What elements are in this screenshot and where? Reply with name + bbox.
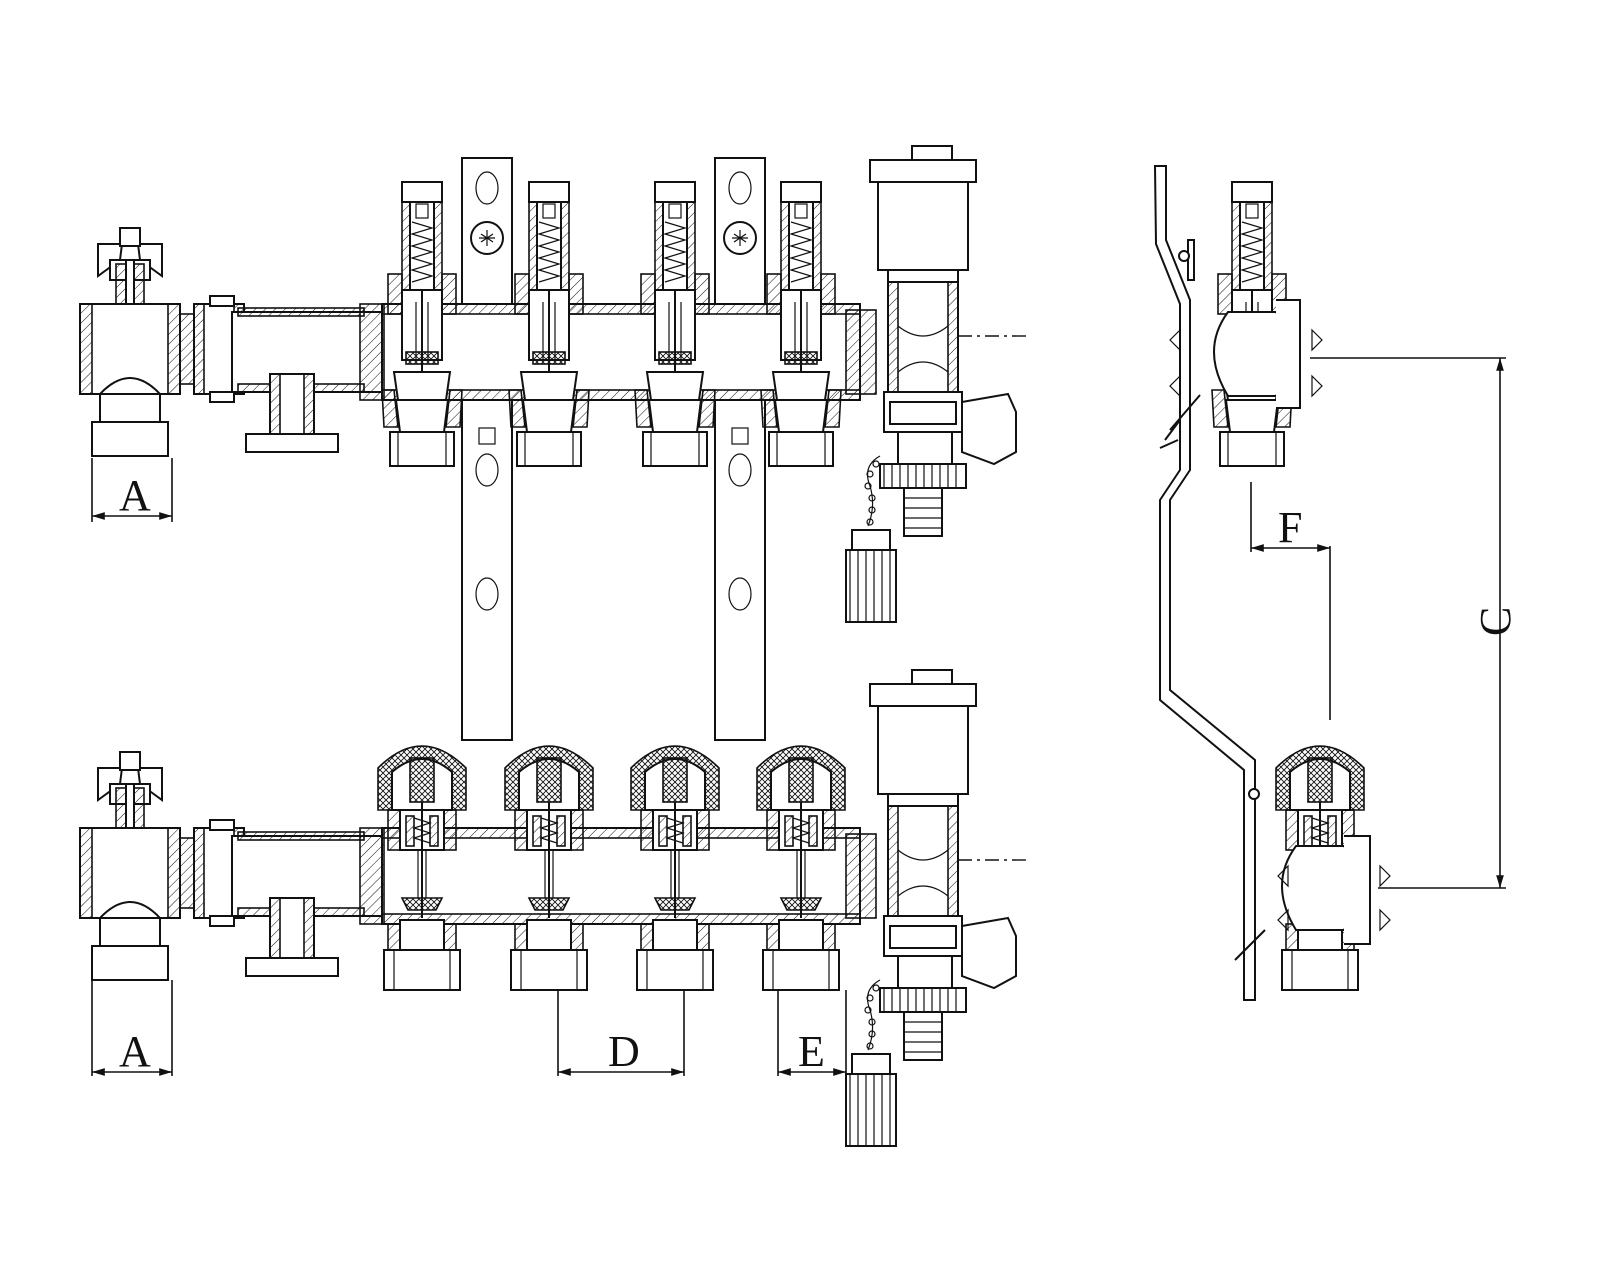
upper-manifold	[79, 145, 1031, 741]
dimension-c: C	[1310, 357, 1520, 889]
dimension-c-label: C	[1471, 607, 1520, 636]
dimension-d-label: D	[608, 1027, 640, 1076]
side-view	[1153, 165, 1391, 1001]
dimension-a-top: A	[91, 458, 173, 522]
dimension-e-label: E	[798, 1027, 825, 1076]
lower-manifold	[79, 669, 1031, 1147]
dimension-e: E	[777, 990, 847, 1076]
dimension-a-top-label: A	[119, 471, 151, 520]
upper-plug	[245, 373, 339, 453]
dimension-a-bottom: A	[91, 980, 173, 1076]
dimension-f: F	[1250, 482, 1331, 720]
dimension-f-label: F	[1278, 503, 1302, 552]
dimension-d: D	[557, 990, 685, 1076]
dimension-a-bottom-label: A	[119, 1027, 151, 1076]
lower-plug	[245, 897, 339, 977]
